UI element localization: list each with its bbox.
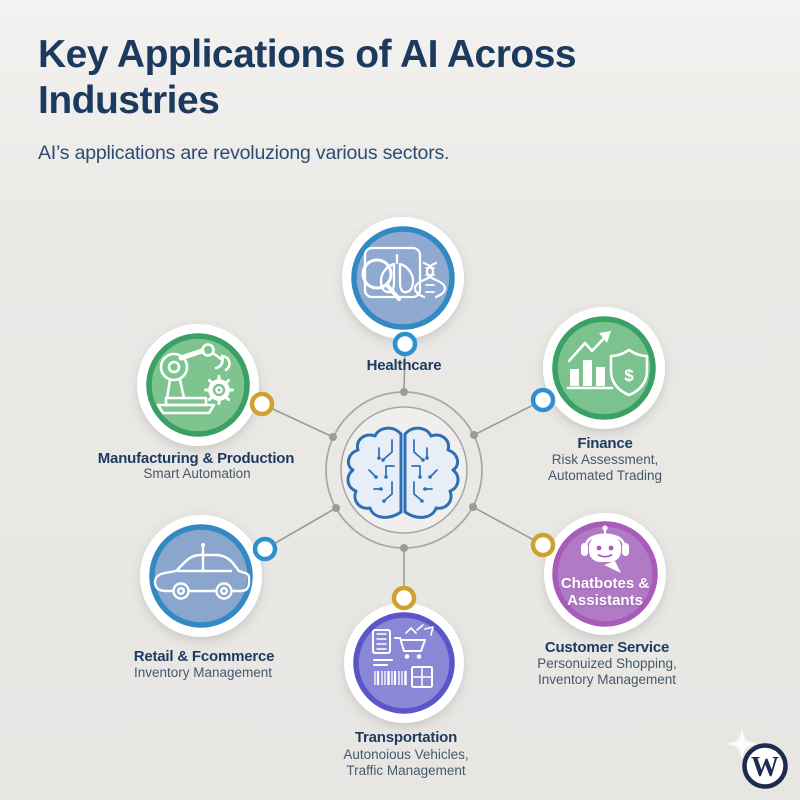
node-transportation <box>344 603 464 723</box>
cart-barcode-icon <box>372 624 434 688</box>
sublabel-transportation-line1: Autonoious Vehicles, <box>343 747 469 762</box>
sublabel-customer-line1: Personuized Shopping, <box>537 656 677 671</box>
sublabel-retail: Inventory Management <box>133 665 273 680</box>
spoke-customer <box>472 506 544 546</box>
chatbot-icon <box>581 525 629 573</box>
label-manufacturing: Manufacturing & Production <box>97 450 295 467</box>
spoke-retail <box>264 507 337 550</box>
node-retail <box>140 515 262 637</box>
node-manufacturing <box>137 324 259 446</box>
brand-logo: W <box>726 728 788 789</box>
sublabel-customer-service: Personuized Shopping, Inventory Manageme… <box>537 656 677 687</box>
chatbot-badge-line2: Assistants <box>567 591 643 609</box>
central-hub <box>325 388 483 552</box>
gear-icon <box>204 375 234 405</box>
sublabel-transportation-line2: Traffic Management <box>346 762 466 778</box>
node-healthcare-circle <box>351 226 455 330</box>
chart-shield-dollar-icon: $ <box>566 331 649 397</box>
robot-arm-gear-icon <box>156 343 234 415</box>
sublabel-manufacturing: Smart Automation <box>143 466 251 481</box>
label-healthcare: Healthcare <box>366 357 442 374</box>
spoke-lines <box>261 343 544 598</box>
page-title: Key Applications of AI Across Industries <box>38 33 577 122</box>
chatbot-badge-text: Chatbotes & Assistants <box>560 575 650 609</box>
node-customer-circle <box>552 521 658 627</box>
hub-spoke-dots <box>329 388 478 552</box>
label-retail: Retail & Fcommerce <box>133 648 275 665</box>
logo-circle <box>742 743 788 789</box>
connector-customer <box>530 532 556 558</box>
page-subtitle: AI’s applications are revoluziong variou… <box>38 142 450 164</box>
label-finance: Finance <box>577 435 633 452</box>
connector-healthcare <box>392 331 418 357</box>
sublabel-finance-line2: Automated Trading <box>547 467 663 483</box>
autonomous-car-icon <box>153 543 251 600</box>
medical-scan-dna-icon <box>361 246 447 302</box>
dollar-sign: $ <box>624 366 634 385</box>
sublabel-finance-line1: Risk Assessment, <box>551 452 659 467</box>
node-retail-circle <box>149 524 253 628</box>
node-customer-service <box>544 513 666 635</box>
spoke-finance <box>473 399 544 436</box>
label-customer-service: Customer Service <box>544 639 670 656</box>
node-healthcare <box>342 217 464 339</box>
chatbot-badge-line1: Chatbotes & <box>560 575 650 592</box>
circuit-brain-icon <box>346 426 460 519</box>
sparkle-icon <box>726 728 758 760</box>
connector-finance <box>530 387 556 413</box>
connector-retail <box>252 536 278 562</box>
connector-rings <box>249 331 556 611</box>
connector-manufacturing <box>249 391 275 417</box>
spoke-manufacturing <box>261 403 334 438</box>
sublabel-finance: Risk Assessment, Automated Trading <box>548 452 662 483</box>
barcode-lines <box>374 671 407 685</box>
logo-letter: W <box>751 752 779 783</box>
sublabel-transportation: Autonoious Vehicles, Traffic Management <box>343 747 468 778</box>
connector-transportation <box>391 585 417 611</box>
sublabel-customer-line2: Inventory Management <box>537 671 677 687</box>
node-finance: $ <box>543 307 665 429</box>
node-transportation-circle <box>353 612 455 714</box>
label-transportation: Transportation <box>354 729 458 746</box>
